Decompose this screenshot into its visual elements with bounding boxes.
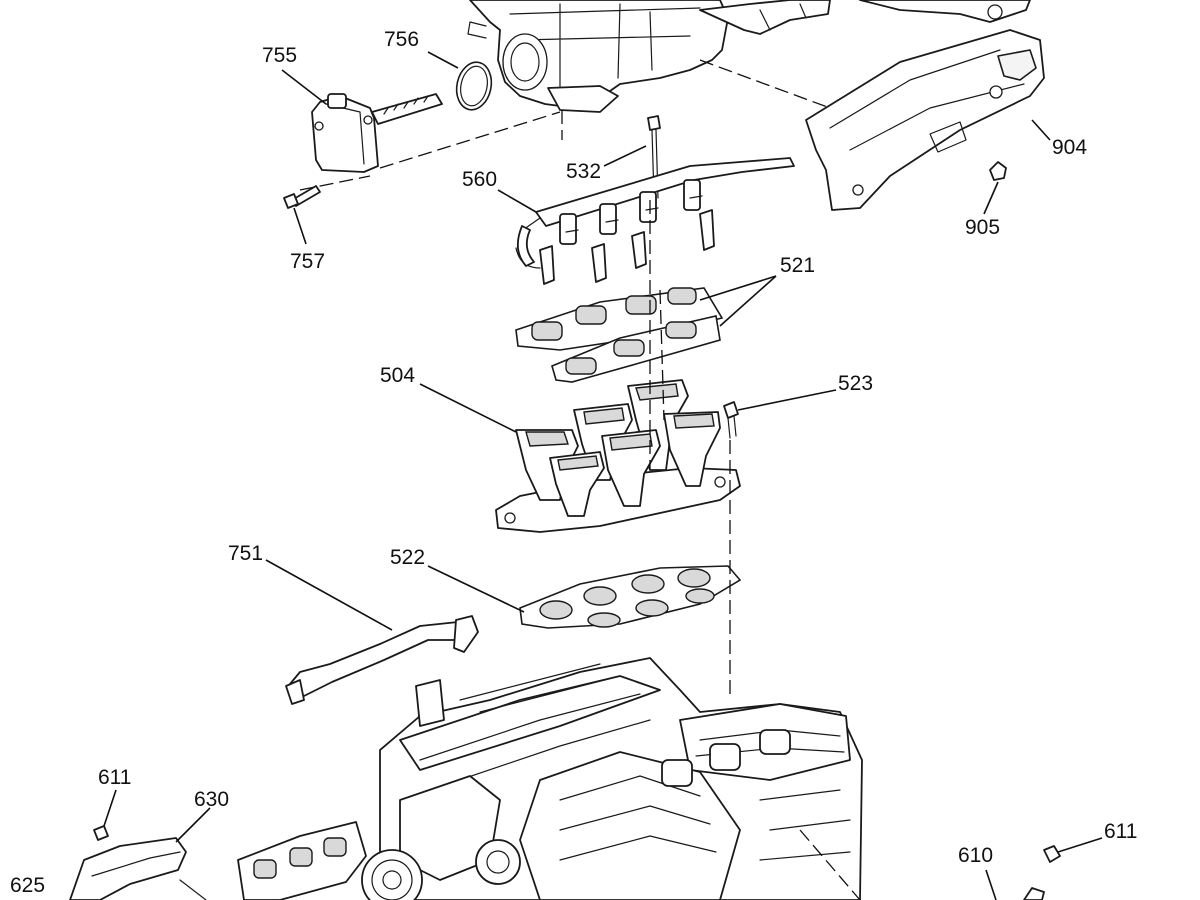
part-610-bracket [1023,887,1045,900]
alignment-lines [299,59,861,900]
part-504-lower-intake [495,379,741,533]
leader-lines [103,51,1103,900]
exhaust-manifold-left [179,821,367,900]
callout-905: 905 [965,216,1000,239]
callout-904: 904 [1052,136,1087,159]
part-521-gaskets [515,287,724,383]
part-611-bolt-right [1043,845,1061,863]
engine-assembly [361,657,863,900]
part-630-heat-shield [69,837,187,900]
callout-523: 523 [838,372,873,395]
callout-532: 532 [566,160,601,183]
callout-522: 522 [390,546,425,569]
upper-intake-plenum [467,0,1031,113]
part-611-bolt-left [93,825,109,841]
part-757-bolt [283,185,321,209]
callout-751: 751 [228,542,263,565]
callout-611-left: 611 [98,766,131,789]
part-560-fuel-rail [515,157,795,285]
part-905-bolt [989,161,1007,181]
callout-610: 610 [958,844,993,867]
callout-757: 757 [290,250,325,273]
callout-labels: 755 756 757 532 560 904 905 521 504 523 … [10,28,1137,897]
callout-625: 625 [10,874,45,897]
callout-756: 756 [384,28,419,51]
callout-504: 504 [380,364,415,387]
part-755-throttle-actuator [311,93,443,173]
part-756-o-ring [455,61,493,111]
callout-611-right: 611 [1104,820,1137,843]
callout-755: 755 [262,44,297,67]
callout-630: 630 [194,788,229,811]
part-751-hose [285,615,479,705]
callout-521: 521 [780,254,815,277]
part-904-cover [805,29,1045,211]
part-523-bolt [723,401,739,439]
part-522-gasket [519,565,742,629]
callout-560: 560 [462,168,497,191]
